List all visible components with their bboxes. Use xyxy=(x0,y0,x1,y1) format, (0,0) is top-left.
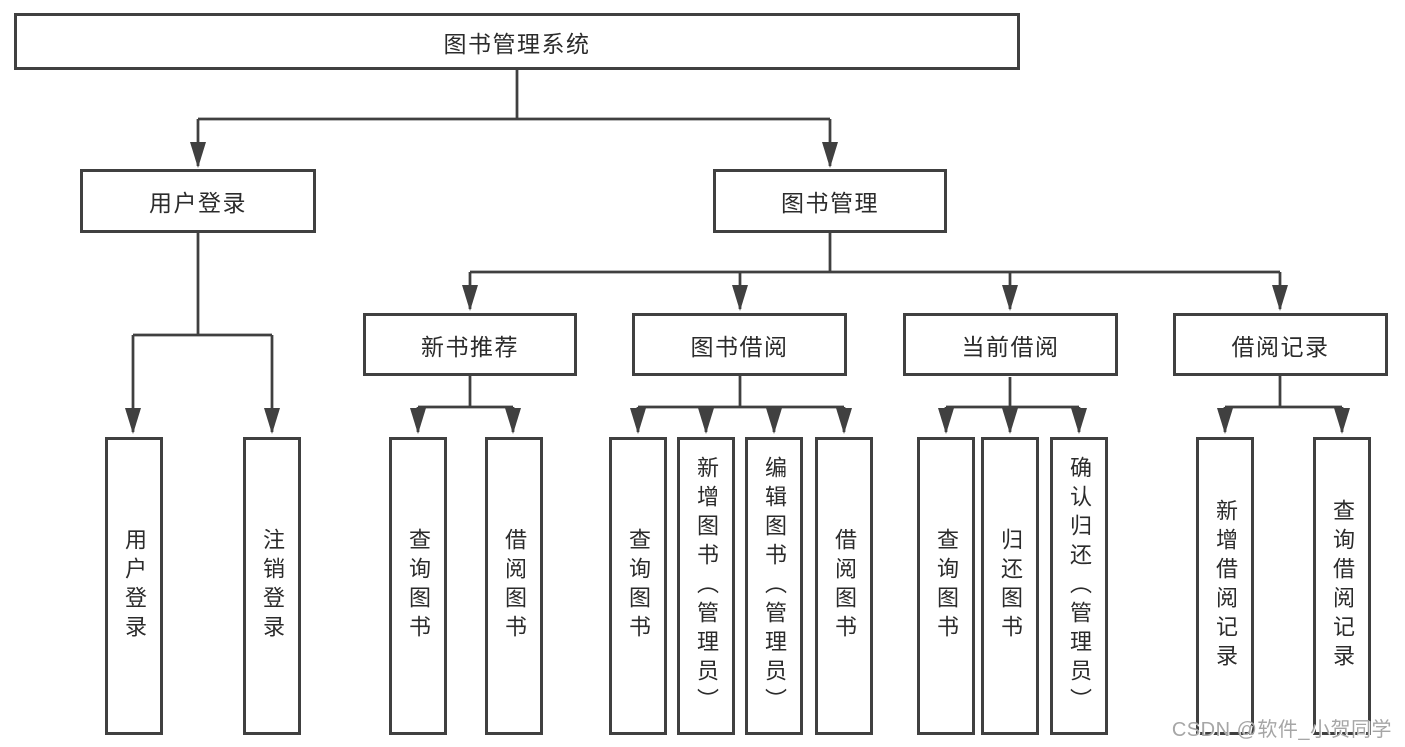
watermark: CSDN @软件_小贺同学 xyxy=(1171,719,1392,741)
leaf-cb-confirm-return-admin: 确认归还（管理员） xyxy=(1050,437,1108,735)
node-current-borrow: 当前借阅 xyxy=(903,313,1118,376)
leaf-cb-query-books: 查询图书 xyxy=(917,437,975,735)
leaf-user-login: 用户登录 xyxy=(105,437,163,735)
leaf-bb-borrow-books: 借阅图书 xyxy=(815,437,873,735)
node-new-book-recommend: 新书推荐 xyxy=(363,313,577,376)
leaf-br-add-record: 新增借阅记录 xyxy=(1196,437,1254,735)
leaf-bb-query-books: 查询图书 xyxy=(609,437,667,735)
leaf-nb-query-books: 查询图书 xyxy=(389,437,447,735)
leaf-bb-edit-books-admin: 编辑图书（管理员） xyxy=(745,437,803,735)
leaf-nb-borrow-books: 借阅图书 xyxy=(485,437,543,735)
node-user-login: 用户登录 xyxy=(80,169,316,233)
node-book-borrow: 图书借阅 xyxy=(632,313,847,376)
node-root: 图书管理系统 xyxy=(14,13,1020,70)
leaf-cb-return-books: 归还图书 xyxy=(981,437,1039,735)
leaf-bb-add-books-admin: 新增图书（管理员） xyxy=(677,437,735,735)
node-borrow-records: 借阅记录 xyxy=(1173,313,1388,376)
leaf-br-query-record: 查询借阅记录 xyxy=(1313,437,1371,735)
leaf-logout: 注销登录 xyxy=(243,437,301,735)
node-book-management: 图书管理 xyxy=(713,169,947,233)
